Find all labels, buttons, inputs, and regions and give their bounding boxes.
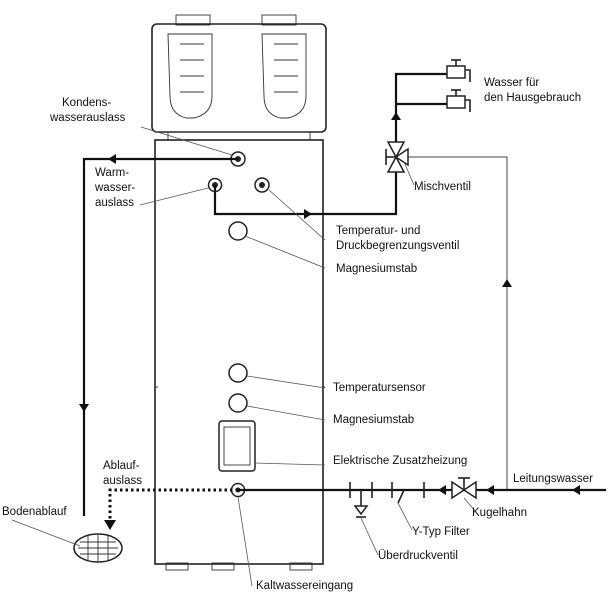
label-ablauf-1: Ablauf- — [103, 460, 140, 472]
floor-drain-icon — [73, 533, 123, 563]
foot-right — [289, 562, 313, 571]
label-temperatursensor: Temperatursensor — [333, 382, 426, 394]
ports — [207, 151, 270, 498]
electric-heater-cover — [218, 420, 256, 472]
air-duct-right — [261, 33, 307, 119]
foot-mid — [211, 562, 235, 571]
hot-water-pipe — [213, 171, 398, 216]
leader-lines — [11, 126, 477, 587]
overpressure-valve-icon — [349, 482, 373, 518]
label-temp-druck-2: Druckbegrenzungsventil — [336, 240, 459, 252]
label-bodenablauf: Bodenablauf — [2, 506, 67, 518]
label-hausgebrauch-2: den Hausgebrauch — [484, 92, 581, 104]
fittings — [73, 59, 477, 563]
y-filter-icon — [391, 482, 425, 504]
label-ytyp: Y-Typ Filter — [412, 526, 470, 538]
label-ueberdruck: Überdruckventil — [378, 550, 458, 562]
label-zusatzheizung: Elektrische Zusatzheizung — [333, 455, 467, 467]
tap-icon — [446, 89, 471, 112]
top-vent-right — [261, 14, 297, 26]
tank-body — [154, 139, 324, 565]
label-hausgebrauch-1: Wasser für — [484, 77, 539, 89]
label-magnesium-1: Magnesiumstab — [336, 263, 417, 275]
collar — [167, 131, 311, 141]
cold-bypass-line — [408, 156, 508, 490]
top-vent-left — [175, 14, 211, 26]
condensate-pipe — [82, 157, 238, 516]
air-duct-left — [167, 33, 213, 119]
label-magnesium-2: Magnesiumstab — [333, 414, 414, 426]
label-warm-2: wasser- — [94, 182, 135, 194]
heat-pump-unit — [151, 14, 327, 571]
supply-pipe — [394, 72, 447, 142]
labels: Kondens- wasserauslass Warm- wasser- aus… — [2, 77, 593, 592]
tap-icon — [446, 59, 471, 82]
label-leitungswasser: Leitungswasser — [513, 473, 593, 485]
label-warm-3: auslass — [95, 197, 134, 209]
label-temp-druck-1: Temperatur- und — [336, 225, 420, 237]
label-warm-1: Warm- — [95, 167, 129, 179]
temperature-sensor — [228, 363, 248, 383]
label-kondens-1: Kondens- — [62, 97, 111, 109]
label-kaltwasser: Kaltwassereingang — [256, 580, 353, 592]
label-kugelhahn: Kugelhahn — [472, 507, 527, 519]
label-kondens-2: wasserauslass — [49, 112, 126, 124]
piping — [79, 72, 606, 530]
label-ablauf-2: auslass — [103, 475, 142, 487]
unit-head — [151, 23, 327, 133]
drain-outlet-line — [108, 488, 238, 520]
foot-left — [165, 562, 189, 571]
magnesium-rod-2 — [228, 393, 248, 413]
magnesium-rod-1 — [228, 221, 248, 241]
ball-valve-icon — [451, 477, 477, 500]
mixing-valve-icon — [385, 141, 409, 173]
label-mischventil: Mischventil — [414, 181, 471, 193]
